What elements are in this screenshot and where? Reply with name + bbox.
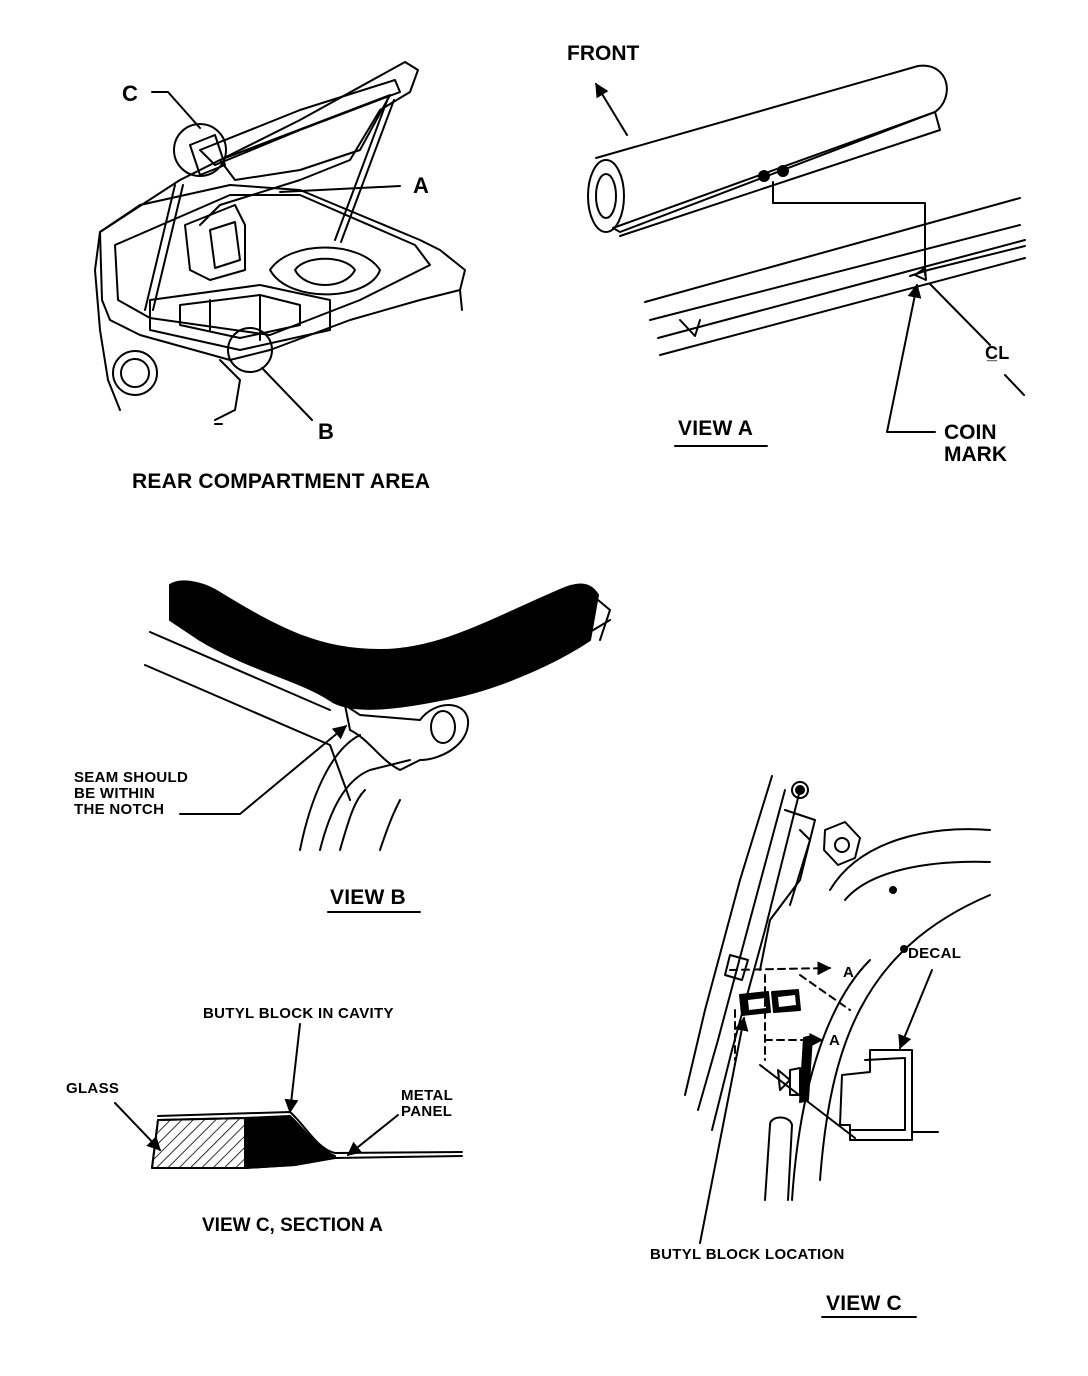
section-a-upper-label: A — [843, 964, 855, 981]
view-c-drawing — [684, 775, 991, 1318]
centerline-label: C̲L — [985, 343, 1010, 363]
view-b-drawing — [144, 580, 611, 913]
callout-a-label: A — [413, 173, 429, 198]
glass-label: GLASS — [66, 1080, 120, 1097]
seam-note-label: SEAM SHOULD BE WITHIN THE NOTCH — [74, 769, 189, 818]
rear-compartment-title: REAR COMPARTMENT AREA — [132, 470, 431, 493]
rear-compartment-drawing — [94, 61, 466, 425]
view-c-section-drawing — [114, 1023, 463, 1169]
view-a-title: VIEW A — [678, 417, 754, 440]
callout-b-label: B — [318, 419, 334, 444]
callout-c-label: C — [122, 81, 138, 106]
view-c-title: VIEW C — [826, 1292, 902, 1315]
metal-panel-label: METAL PANEL — [401, 1087, 454, 1120]
view-c-section-title: VIEW C, SECTION A — [202, 1215, 383, 1236]
front-label: FRONT — [567, 42, 640, 65]
butyl-location-label: BUTYL BLOCK LOCATION — [650, 1246, 845, 1263]
view-b-title: VIEW B — [330, 886, 406, 909]
view-a-drawing — [587, 64, 1026, 447]
section-a-lower-label: A — [829, 1032, 841, 1049]
decal-label: DECAL — [908, 945, 962, 962]
coin-mark-label: COIN MARK — [944, 421, 1007, 467]
butyl-cavity-label: BUTYL BLOCK IN CAVITY — [203, 1005, 394, 1022]
